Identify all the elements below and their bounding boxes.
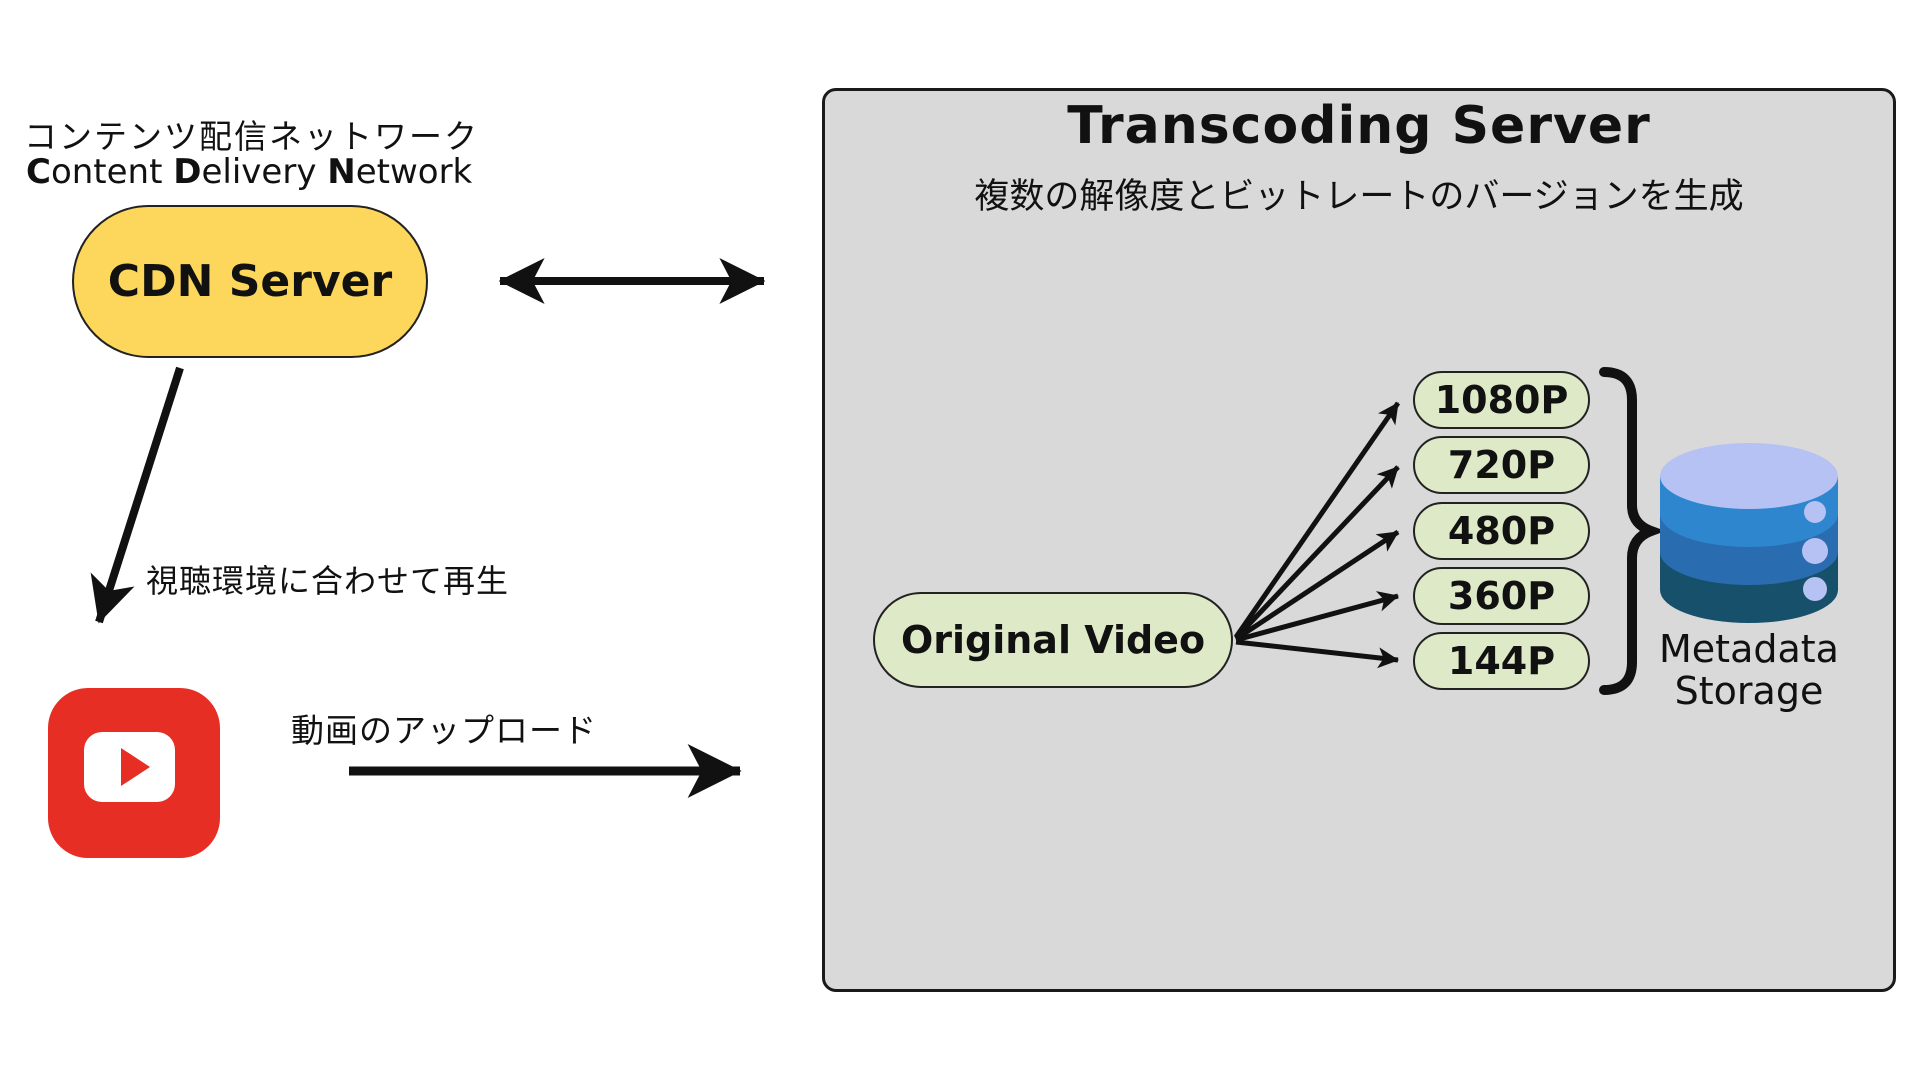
original-video-label: Original Video bbox=[900, 618, 1206, 662]
transcoding-server-box bbox=[822, 88, 1896, 992]
youtube-play-triangle bbox=[121, 748, 150, 786]
resolution-label-480p: 480P bbox=[1447, 509, 1556, 553]
resolution-label-144p: 144P bbox=[1447, 639, 1556, 683]
playback-arrow-label: 視聴環境に合わせて再生 bbox=[146, 562, 510, 600]
resolution-label-1080p: 1080P bbox=[1434, 378, 1569, 422]
caption-text-ontent: ontent bbox=[50, 152, 174, 192]
caption-text-elivery: elivery bbox=[201, 152, 328, 192]
caption-letter-n: N bbox=[327, 152, 356, 192]
metadata-storage-line2: Storage bbox=[1674, 669, 1824, 713]
resolution-label-360p: 360P bbox=[1447, 574, 1556, 618]
cdn-caption-english: Content Delivery Network bbox=[26, 152, 472, 192]
youtube-screen-shape bbox=[84, 732, 175, 802]
youtube-play-icon bbox=[48, 688, 220, 858]
original-video-node: Original Video bbox=[873, 592, 1233, 688]
upload-arrow-label: 動画のアップロード bbox=[291, 711, 597, 750]
resolution-node-720p: 720P bbox=[1413, 436, 1590, 494]
resolution-node-1080p: 1080P bbox=[1413, 371, 1590, 429]
resolution-node-480p: 480P bbox=[1413, 502, 1590, 560]
resolution-node-144p: 144P bbox=[1413, 632, 1590, 690]
metadata-storage-label: Metadata Storage bbox=[1624, 628, 1874, 712]
cdn-server-label: CDN Server bbox=[107, 256, 393, 307]
caption-letter-d: D bbox=[173, 152, 202, 192]
transcoding-server-title: Transcoding Server bbox=[1067, 96, 1651, 156]
resolution-label-720p: 720P bbox=[1447, 443, 1556, 487]
cdn-caption-japanese: コンテンツ配信ネットワーク bbox=[24, 117, 479, 156]
resolution-node-360p: 360P bbox=[1413, 567, 1590, 625]
caption-letter-c: C bbox=[26, 152, 51, 192]
transcoding-server-subtitle: 複数の解像度とビットレートのバージョンを生成 bbox=[974, 177, 1744, 217]
metadata-storage-line1: Metadata bbox=[1659, 627, 1839, 671]
caption-text-etwork: etwork bbox=[355, 152, 473, 192]
cdn-server-node: CDN Server bbox=[72, 205, 428, 358]
